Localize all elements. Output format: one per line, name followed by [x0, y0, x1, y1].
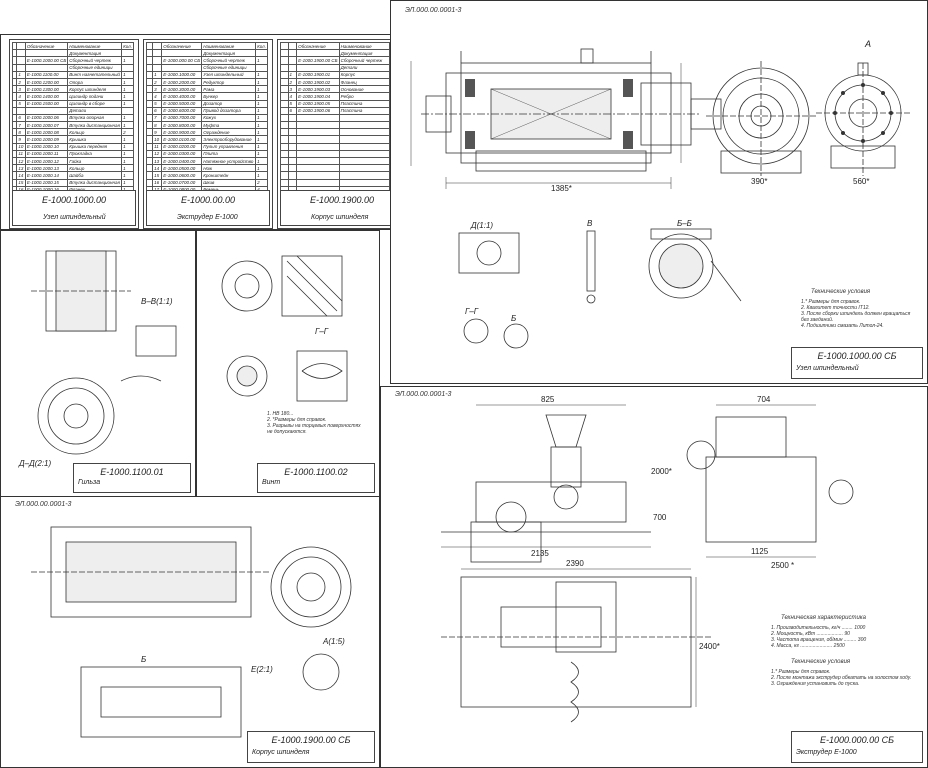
- drawing-title: Гильза: [78, 479, 101, 486]
- extruder-sheet: ЭЛ.000.00.0001-3: [380, 386, 928, 768]
- screw-notes: 1. НВ 180... 2. *Размеры для справок. 3.…: [267, 411, 361, 435]
- drawing-code: E-1000.1000.00: [41, 195, 107, 205]
- drawing-code: E-1000.00.00: [180, 195, 236, 205]
- spindle-notes-title: Технические условия: [811, 289, 871, 295]
- detail-dd-label: Д–Д(2:1): [19, 459, 52, 468]
- detail-gg-label: Г–Г: [465, 307, 479, 316]
- spindle-unit-sheet: ЭЛ.000.00.0001-3: [390, 0, 928, 384]
- extruder-title-block: E-1000.000.00 СБ Экструдер Е-1000: [791, 731, 923, 763]
- view-b-label: Б: [511, 314, 517, 323]
- drawing-title: Винт: [262, 479, 281, 486]
- detail-d-label: Д(1:1): [471, 221, 494, 230]
- sleeve-sheet: В–В(1:1) Д–Д(2:1) E-1000.1100.01 Гильза: [0, 230, 196, 498]
- drawing-code: E-1000.1900.00 СБ: [271, 735, 351, 745]
- spindle-title-block: E-1000.1000.00 СБ Узел шпиндельный: [791, 347, 923, 379]
- dim-plan-length: 2390: [566, 559, 584, 568]
- dim-height: 2000*: [651, 467, 672, 476]
- sheet-stamp: ЭЛ.000.00.0001-3: [405, 7, 462, 14]
- section-vv-label: В–В(1:1): [141, 297, 173, 306]
- dim-plan-width: 2400*: [699, 642, 720, 651]
- drawing-code: E-1000.1900.00: [309, 195, 375, 205]
- housing-title-block: E-1000.1900.00 СБ Корпус шпинделя: [247, 731, 375, 763]
- drawing-title: Корпус шпинделя: [311, 214, 369, 221]
- section-bb-label: Б–Б: [677, 219, 692, 228]
- extruder-drawing: [441, 404, 854, 723]
- char-notes: 1. Производительность, кг/ч ........ 100…: [771, 625, 867, 649]
- tu-notes: 1.* Размеры для справок. 2. После монтаж…: [771, 669, 912, 687]
- title-block: E-1000.1900.00 Корпус шпинделя: [280, 190, 404, 226]
- title-block: E-1000.1000.00 Узел шпиндельный: [12, 190, 136, 226]
- view-b-label: Б: [141, 655, 147, 664]
- drawing-code: E-1000.000.00 СБ: [820, 735, 894, 745]
- drawing-title: Корпус шпинделя: [252, 749, 310, 756]
- housing-drawing: [31, 526, 352, 738]
- drawing-code: E-1000.1100.02: [284, 467, 348, 477]
- drawing-title: Узел шпиндельный: [796, 365, 859, 372]
- sleeve-drawing: [31, 250, 177, 455]
- title-block: E-1000.00.00 Экструдер Е-1000: [146, 190, 270, 226]
- dim-width-side: 704: [757, 395, 771, 404]
- dim-length: 1385*: [551, 184, 572, 193]
- screw-title-block: E-1000.1100.02 Винт: [257, 463, 375, 493]
- spindle-notes: 1.* Размеры для справок. 2. Квалитет точ…: [801, 299, 911, 329]
- tu-title: Технические условия: [791, 659, 851, 665]
- screw-sheet: Г–Г 1. НВ 180... 2. *Размеры для справок…: [196, 230, 380, 498]
- dim-length-side: 1125: [751, 547, 769, 556]
- sheet-stamp: ЭЛ.000.00.0001-3: [15, 501, 72, 508]
- dim-length: 2135: [531, 549, 549, 558]
- drawing-code: E-1000.1000.00 СБ: [817, 351, 897, 361]
- drawing-code: E-1000.1100.01: [100, 467, 164, 477]
- drawing-title: Экструдер Е-1000: [796, 749, 857, 756]
- char-title: Техническая характеристика: [781, 615, 866, 621]
- view-a-label: А: [865, 39, 872, 49]
- view-a-label: А(1:5): [323, 637, 345, 646]
- drawing-title: Экструдер Е-1000: [177, 214, 238, 221]
- drawing-title: Узел шпиндельный: [43, 214, 106, 221]
- sleeve-title-block: E-1000.1100.01 Гильза: [73, 463, 191, 493]
- section-gg-label: Г–Г: [315, 327, 329, 336]
- screw-drawing: [221, 255, 348, 402]
- spindle-drawing: [410, 48, 911, 349]
- housing-sheet: ЭЛ.000.00.0001-3 А(1:5) Б Е(2:1) E-1000.…: [0, 496, 380, 768]
- dim-overall: 2500 *: [771, 561, 795, 570]
- detail-e-label: Е(2:1): [251, 665, 273, 674]
- dim-base-height: 700: [653, 513, 667, 522]
- dim-width-top: 825: [541, 395, 555, 404]
- sheet-stamp: ЭЛ.000.00.0001-3: [395, 391, 452, 398]
- view-v-label: В: [587, 219, 593, 228]
- dim-view-a-w: 390*: [751, 177, 768, 186]
- dim-view-b-w: 560*: [853, 177, 870, 186]
